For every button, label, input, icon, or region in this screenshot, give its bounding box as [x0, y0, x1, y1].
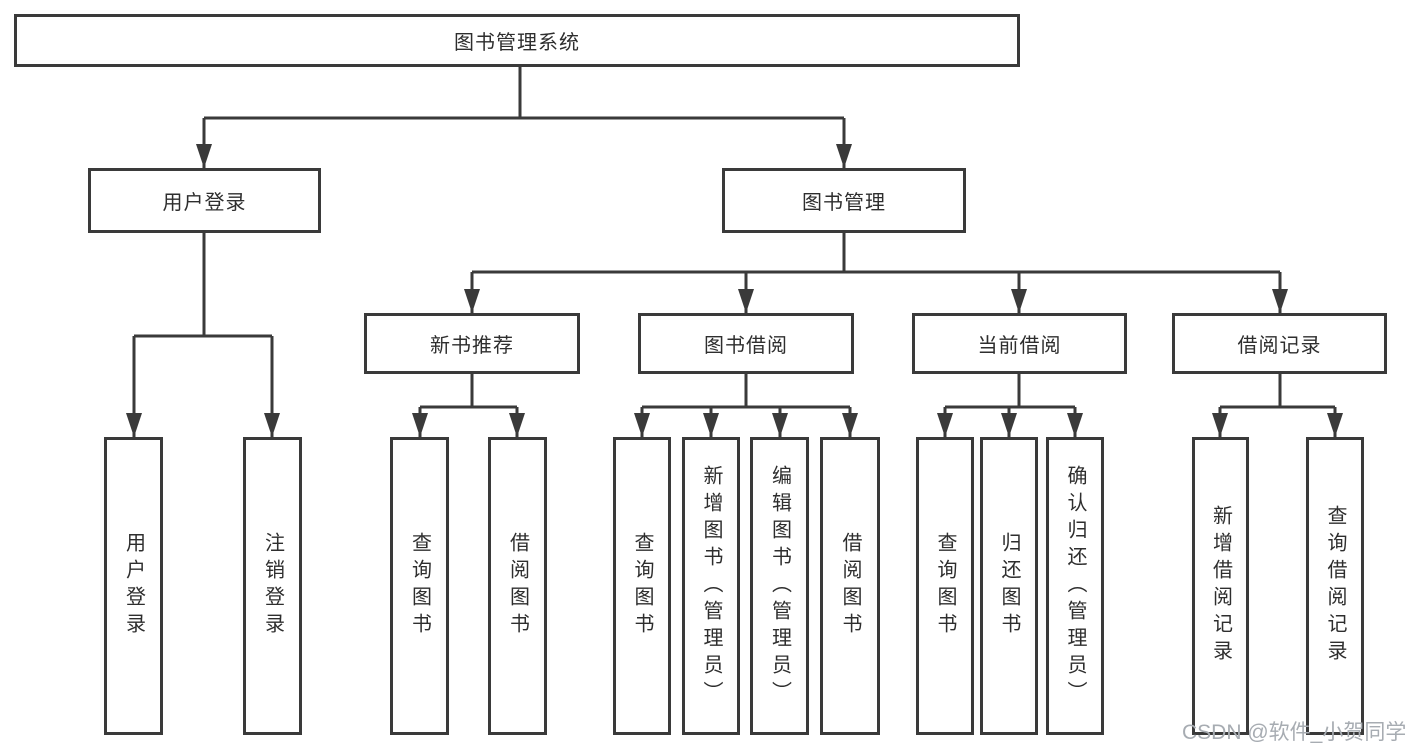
node-cb-query-books: 查询图书: [916, 437, 974, 735]
node-new-books: 新书推荐: [364, 313, 580, 374]
node-bb-borrow-books-label: 借阅图书: [839, 532, 861, 640]
node-borrow-records: 借阅记录: [1172, 313, 1387, 374]
node-br-query-record-label: 查询借阅记录: [1324, 505, 1346, 667]
node-br-query-record: 查询借阅记录: [1306, 437, 1364, 735]
node-br-add-record-label: 新增借阅记录: [1209, 505, 1232, 667]
node-cb-confirm-return-admin-label: 确认归还（管理员）: [1064, 464, 1086, 708]
node-br-add-record: 新增借阅记录: [1192, 437, 1249, 735]
node-nb-query-books: 查询图书: [390, 437, 449, 735]
node-ul-logout-label: 注销登录: [261, 532, 284, 640]
edges-borrow-records-children: [1212, 374, 1343, 437]
node-bb-query-books: 查询图书: [613, 437, 671, 735]
node-current-borrow: 当前借阅: [912, 313, 1127, 374]
node-ul-login-label: 用户登录: [122, 532, 145, 640]
node-current-borrow-label: 当前借阅: [977, 335, 1062, 357]
edges-book-borrow-children: [634, 374, 858, 437]
node-root: 图书管理系统: [14, 14, 1020, 67]
node-new-books-label: 新书推荐: [430, 335, 514, 357]
watermark: CSDN @软件_小贺同学: [1182, 721, 1405, 744]
edges-root-to-level2: [196, 67, 852, 168]
edges-user-login-children: [126, 233, 280, 437]
node-bb-query-books-label: 查询图书: [631, 532, 653, 640]
node-nb-borrow-books-label: 借阅图书: [506, 532, 529, 640]
node-user-login: 用户登录: [88, 168, 321, 233]
node-cb-return-books: 归还图书: [980, 437, 1038, 735]
node-bb-add-book-admin: 新增图书（管理员）: [682, 437, 740, 735]
node-book-mgmt-label: 图书管理: [802, 192, 886, 214]
node-bb-edit-book-admin: 编辑图书（管理员）: [750, 437, 809, 735]
node-nb-borrow-books: 借阅图书: [488, 437, 547, 735]
node-nb-query-books-label: 查询图书: [408, 532, 431, 640]
node-cb-return-books-label: 归还图书: [998, 532, 1020, 640]
node-user-login-label: 用户登录: [162, 192, 247, 214]
node-bb-edit-book-admin-label: 编辑图书（管理员）: [768, 464, 791, 708]
node-bb-borrow-books: 借阅图书: [820, 437, 880, 735]
node-borrow-records-label: 借阅记录: [1237, 335, 1322, 357]
node-book-borrow-label: 图书借阅: [704, 335, 788, 357]
node-root-label: 图书管理系统: [454, 32, 580, 54]
node-cb-confirm-return-admin: 确认归还（管理员）: [1046, 437, 1104, 735]
edges-new-books-children: [412, 374, 525, 437]
edges-current-borrow-children: [937, 374, 1083, 437]
node-book-borrow: 图书借阅: [638, 313, 854, 374]
node-ul-logout: 注销登录: [243, 437, 302, 735]
node-ul-login: 用户登录: [104, 437, 163, 735]
node-book-mgmt: 图书管理: [722, 168, 966, 233]
node-cb-query-books-label: 查询图书: [934, 532, 956, 640]
node-bb-add-book-admin-label: 新增图书（管理员）: [700, 464, 722, 708]
edges-book-mgmt-children: [464, 233, 1288, 313]
